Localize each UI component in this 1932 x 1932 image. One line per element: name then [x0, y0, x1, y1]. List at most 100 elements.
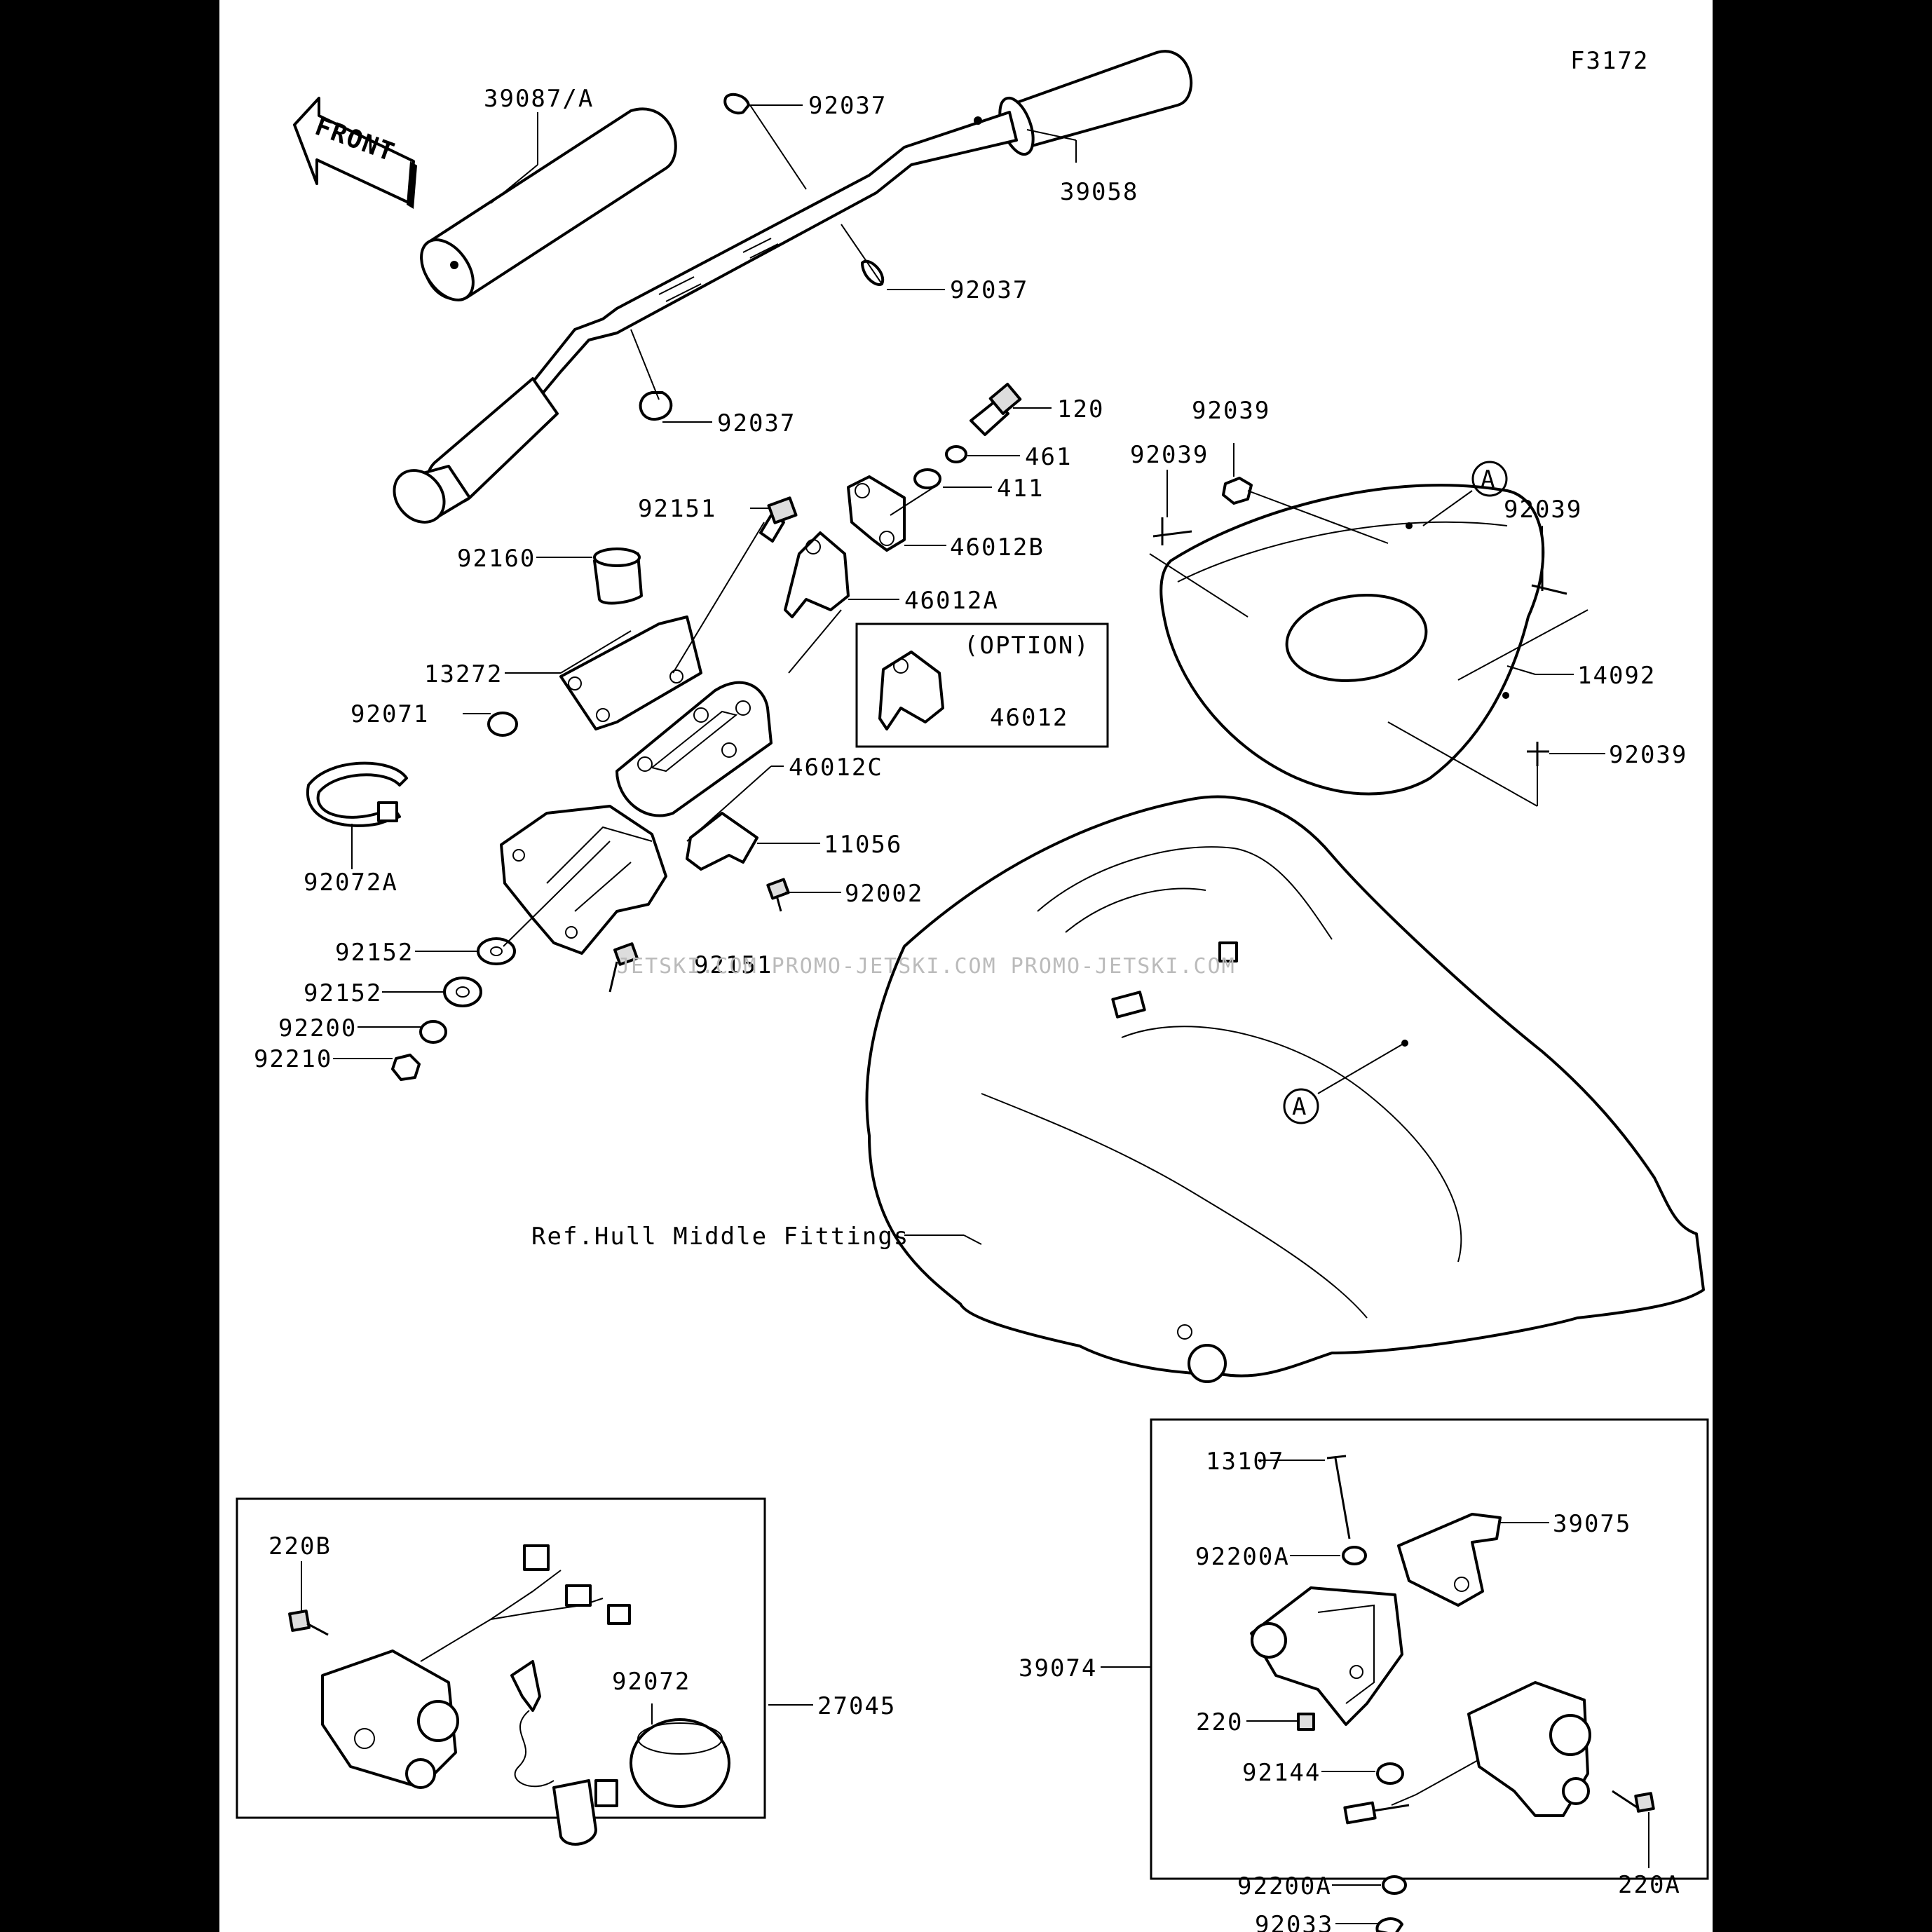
switch-housing-part — [1391, 1681, 1591, 1817]
clip-92037-a-icon — [723, 93, 750, 115]
grommet-92071-icon — [487, 712, 518, 737]
bolt-220-icon — [1297, 1713, 1315, 1731]
clip-92033-icon — [1375, 1917, 1403, 1932]
ref-marker-a-cover: A — [1471, 461, 1508, 497]
switch-27045-part — [321, 1544, 631, 1789]
clip-92037-c-icon — [639, 391, 673, 421]
pin-92039-d-icon — [1527, 742, 1549, 766]
housing-39074-part — [1250, 1586, 1403, 1726]
bolt-92151-a-icon — [759, 496, 798, 543]
label-92039-a: 92039 — [1192, 397, 1270, 425]
washer-461-icon — [945, 445, 967, 463]
label-92200A-b: 92200A — [1237, 1872, 1332, 1900]
kit-39074-box — [1150, 1418, 1709, 1880]
washer-92200A-a-icon — [1342, 1546, 1367, 1565]
label-220B: 220B — [268, 1532, 332, 1560]
label-92072A: 92072A — [304, 869, 398, 897]
figure-code: F3172 — [1570, 47, 1649, 75]
bolt-220B-icon — [288, 1610, 329, 1636]
pin-lever-icon — [1343, 1801, 1410, 1825]
label-92072: 92072 — [612, 1668, 691, 1696]
label-92071: 92071 — [351, 700, 429, 728]
ref-hull-label: Ref.Hull Middle Fittings — [531, 1223, 909, 1251]
label-46012B: 46012B — [950, 533, 1045, 562]
strap-92072A-part — [306, 761, 408, 827]
bushing-92160-icon — [593, 547, 643, 605]
option-label: (OPTION) — [964, 632, 1090, 660]
handlebar-part — [393, 50, 1193, 524]
pin-92039-a-icon — [1152, 517, 1192, 545]
cover-14092-part — [1159, 484, 1545, 796]
kit-27045-box — [236, 1497, 766, 1819]
strap-92072-part — [630, 1718, 730, 1808]
label-120: 120 — [1057, 395, 1104, 423]
hull-middle-fittings-ref — [865, 795, 1705, 1383]
label-13272: 13272 — [424, 660, 503, 688]
washer-92152-a-icon — [477, 937, 516, 965]
option-box — [855, 623, 1109, 748]
lanyard-cord-part — [510, 1660, 618, 1846]
watermark: JETSKI.COM PROMO-JETSKI.COM PROMO-JETSKI… — [617, 954, 1236, 979]
label-92033: 92033 — [1255, 1911, 1333, 1932]
label-92144: 92144 — [1242, 1759, 1321, 1787]
bolt-120-icon — [970, 382, 1022, 436]
label-92037-b: 92037 — [950, 276, 1028, 304]
label-92037-a: 92037 — [808, 92, 887, 120]
label-92151-b: 92151 — [694, 951, 773, 979]
label-92037-c: 92037 — [717, 409, 796, 437]
nut-92039-b-icon — [1222, 477, 1253, 505]
label-411: 411 — [997, 475, 1044, 503]
washer-92152-b-icon — [443, 977, 482, 1007]
label-92210: 92210 — [254, 1045, 332, 1073]
label-92160: 92160 — [457, 545, 536, 573]
part-labels: 39087/A 92037 39058 92037 92037 120 461 … — [254, 85, 1687, 1932]
label-92200: 92200 — [278, 1014, 357, 1042]
washer-411-icon — [913, 468, 941, 489]
label-220: 220 — [1196, 1708, 1243, 1736]
label-92002: 92002 — [845, 880, 923, 908]
label-46012: 46012 — [990, 704, 1068, 732]
label-13107: 13107 — [1206, 1448, 1284, 1476]
nut-92210-icon — [391, 1054, 421, 1081]
holder-46012B-part — [847, 475, 906, 552]
holder-46012-option-part — [878, 651, 944, 730]
pin-92039-c-icon — [1531, 563, 1567, 595]
label-39087A: 39087/A — [484, 85, 594, 113]
label-46012A: 46012A — [904, 587, 999, 615]
label-39075: 39075 — [1553, 1510, 1631, 1538]
leader-lines — [301, 104, 1649, 1924]
label-220A: 220A — [1618, 1871, 1681, 1899]
bolt-92151-b-icon — [608, 942, 639, 993]
svg-text:A: A — [1292, 1093, 1307, 1121]
bolt-220A-icon — [1612, 1790, 1655, 1813]
label-92152-a: 92152 — [335, 939, 414, 967]
washer-92152-a-hole — [490, 946, 503, 956]
label-92039-d: 92039 — [1609, 741, 1687, 769]
bracket-11056-part — [686, 812, 758, 871]
steering-holder-46012C-part — [615, 681, 773, 817]
bolt-92002-icon — [766, 878, 790, 912]
label-27045: 27045 — [817, 1692, 896, 1720]
bracket-39075-part — [1397, 1513, 1502, 1607]
label-92200A-a: 92200A — [1195, 1543, 1290, 1571]
washer-92152-b-hole — [456, 986, 470, 998]
steering-column-part — [500, 805, 667, 955]
grip-cover-part — [420, 107, 677, 301]
label-92039-b: 92039 — [1130, 441, 1209, 469]
clip-92144-icon — [1376, 1762, 1404, 1785]
label-39058: 39058 — [1060, 178, 1138, 206]
holder-46012A-part — [784, 531, 850, 618]
label-11056: 11056 — [824, 831, 902, 859]
washer-92200A-b-icon — [1382, 1875, 1407, 1895]
label-46012C: 46012C — [789, 754, 883, 782]
pin-13107-icon — [1326, 1455, 1351, 1539]
label-92151-a: 92151 — [638, 495, 716, 523]
label-92152-b: 92152 — [304, 979, 382, 1007]
front-arrow-icon: FRONT — [293, 97, 417, 209]
washer-92200-icon — [419, 1020, 447, 1044]
plate-13272-part — [559, 615, 702, 730]
label-39074: 39074 — [1019, 1654, 1097, 1682]
label-92039-c: 92039 — [1504, 496, 1582, 524]
